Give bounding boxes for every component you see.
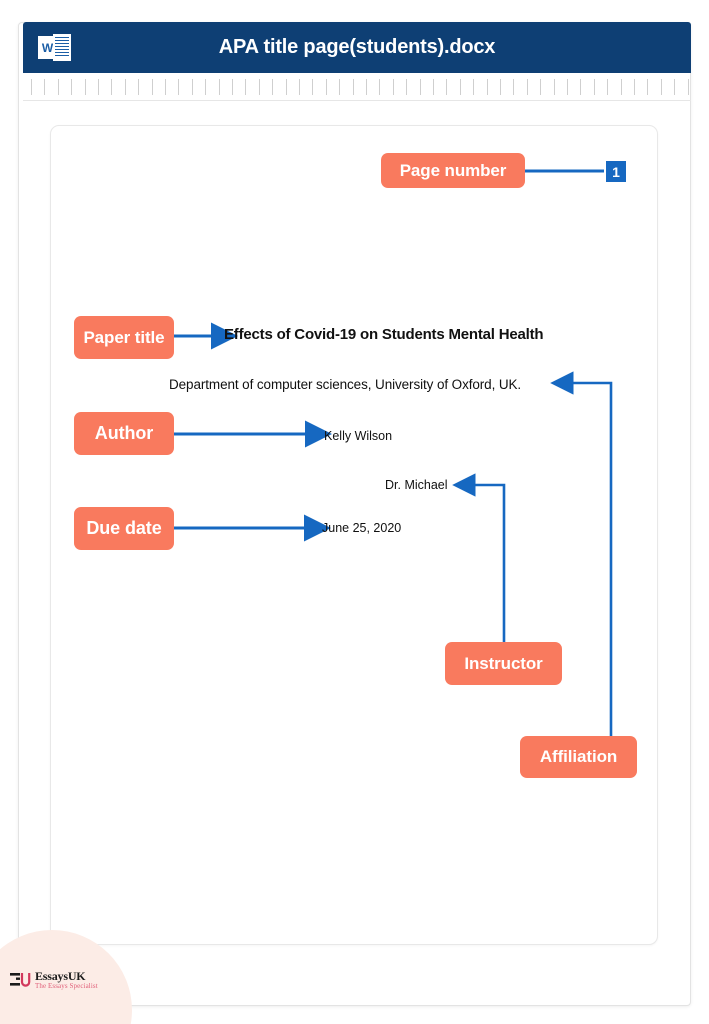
ruler-tick [218, 79, 220, 95]
essaysuk-logo-mark [10, 971, 32, 989]
ruler-tick [98, 79, 99, 95]
ruler-tick [687, 79, 689, 95]
ruler-tick [540, 79, 542, 95]
ruler-tick [593, 79, 595, 95]
word-icon-letter: W [41, 40, 54, 55]
ruler-tick [500, 79, 501, 95]
ruler-tick [312, 79, 314, 95]
instructor-text[interactable]: Dr. Michael [385, 478, 448, 492]
ruler-tick [526, 79, 528, 95]
author-text[interactable]: Kelly Wilson [324, 429, 393, 443]
ruler-tick [124, 79, 126, 95]
ruler-tick [473, 79, 475, 95]
ruler-tick [71, 79, 73, 95]
callout-paper-title: Paper title [74, 316, 174, 359]
ruler-tick [191, 79, 193, 95]
window-titlebar: W APA title page(students).docx [23, 22, 691, 73]
callout-due-date: Due date [74, 507, 174, 550]
ruler-tick [205, 79, 207, 95]
ruler-tick [178, 79, 180, 95]
ruler-tick [620, 79, 622, 95]
ruler-tick [44, 79, 46, 95]
ruler-tick [272, 79, 274, 95]
ruler-tick [339, 79, 341, 95]
logo-name: EssaysUK [35, 969, 86, 983]
callout-page-number: Page number [381, 153, 525, 188]
callout-instructor: Instructor [445, 642, 562, 685]
ruler-tick [660, 79, 662, 95]
ruler-tick [57, 79, 59, 95]
ruler-tick [392, 79, 394, 95]
ruler-tick [553, 79, 555, 95]
ruler-tick [138, 79, 140, 95]
ruler-tick [352, 79, 354, 95]
ruler-tick [459, 79, 461, 95]
ruler-tick [232, 79, 233, 95]
page-number-field[interactable]: 1 [606, 161, 626, 182]
ruler-tick [165, 79, 166, 95]
ruler-tick [567, 79, 568, 95]
ruler-tick [84, 79, 86, 95]
ruler-tick [446, 79, 448, 95]
ruler-tick [379, 79, 381, 95]
ruler-tick [31, 79, 32, 95]
ruler-tick [674, 79, 676, 95]
callout-author: Author [74, 412, 174, 455]
paper-title-text[interactable]: Effects of Covid-19 on Students Mental H… [224, 326, 544, 343]
ruler-tick [285, 79, 287, 95]
ruler-tick [406, 79, 408, 95]
ruler-tick [151, 79, 153, 95]
ruler-tick [486, 79, 488, 95]
ruler-tick [245, 79, 247, 95]
ruler-tick [634, 79, 635, 95]
document-filename: APA title page(students).docx [218, 36, 496, 58]
ruler-tick [580, 79, 582, 95]
logo-tagline: The Essays Specialist [35, 982, 98, 990]
ruler-tick [607, 79, 609, 95]
ruler-tick [366, 79, 367, 95]
due-date-text[interactable]: June 25, 2020 [322, 521, 402, 535]
ruler-tick [258, 79, 260, 95]
ruler-tick [513, 79, 515, 95]
essaysuk-logo: EssaysUK The Essays Specialist [10, 965, 120, 995]
word-document-icon: W [38, 34, 72, 61]
callout-affiliation: Affiliation [520, 736, 637, 778]
ruler-tick [299, 79, 300, 95]
horizontal-ruler[interactable] [23, 78, 691, 101]
ruler-tick [111, 79, 113, 95]
ruler-tick [433, 79, 434, 95]
affiliation-text[interactable]: Department of computer sciences, Univers… [169, 377, 522, 392]
ruler-tick [325, 79, 327, 95]
ruler-tick [647, 79, 649, 95]
ruler-tick [419, 79, 421, 95]
